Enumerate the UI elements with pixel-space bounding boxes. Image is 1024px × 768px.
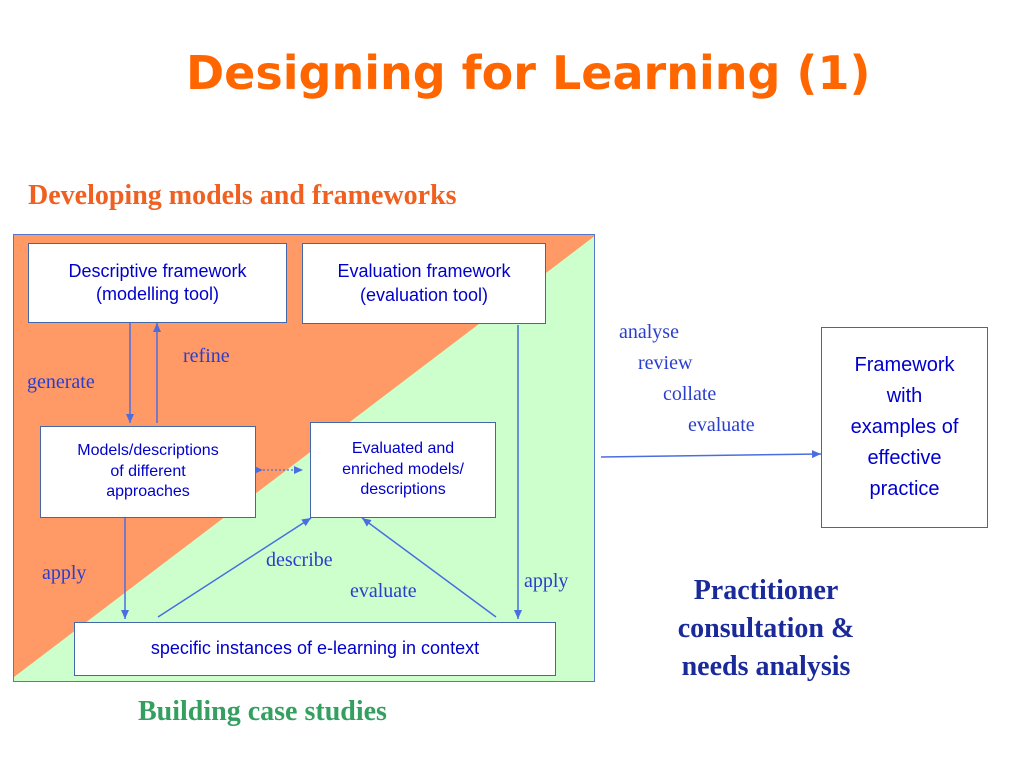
framework-line1: Framework: [854, 354, 955, 376]
framework-line2: with: [886, 385, 923, 407]
evaluation-framework-line1: Evaluation framework: [337, 261, 511, 282]
practitioner-line1: Practitioner: [693, 575, 839, 606]
descriptive-framework-box: Descriptive framework (modelling tool): [28, 243, 287, 323]
practitioner-line3: needs analysis: [681, 650, 851, 682]
panel-background: [14, 235, 594, 681]
evaluated-line3: descriptions: [360, 481, 446, 499]
apply-left-label: apply: [42, 562, 87, 584]
evaluation-framework-line2: (evaluation tool): [359, 284, 489, 305]
framework-examples-box: Framework with examples of effective pra…: [821, 327, 988, 528]
practitioner-caption: Practitioner consultation & needs analys…: [640, 572, 892, 685]
instances-box: specific instances of e-learning in cont…: [74, 622, 556, 676]
framework-line5: practice: [869, 478, 940, 500]
building-case-studies-caption: Building case studies: [138, 696, 387, 727]
descriptive-framework-line2: (modelling tool): [95, 284, 220, 304]
describe-arrow: [157, 517, 312, 618]
evaluate-inner-arrow: [361, 517, 497, 618]
diagram-panel: [13, 234, 595, 682]
orange-region: [14, 235, 594, 677]
page-title: Designing for Learning (1): [186, 46, 871, 100]
apply-right-label: apply: [524, 570, 569, 592]
evaluation-framework-box: Evaluation framework (evaluation tool): [302, 243, 546, 324]
to-framework-arrow: [600, 450, 822, 459]
review-label: review: [638, 352, 693, 374]
framework-line3: examples of: [850, 416, 959, 438]
generate-label: generate: [27, 371, 95, 393]
collate-label: collate: [663, 383, 717, 405]
models-line1: Models/descriptions: [77, 441, 219, 459]
practitioner-line2: consultation &: [677, 612, 855, 644]
framework-line4: effective: [867, 447, 942, 469]
descriptive-framework-line1: Descriptive framework: [68, 260, 247, 281]
instances-label: specific instances of e-learning in cont…: [150, 638, 480, 659]
section-subtitle: Developing models and frameworks: [28, 180, 457, 211]
analyse-label: analyse: [619, 321, 679, 343]
evaluate-inner-label: evaluate: [350, 580, 417, 602]
evaluated-line2: enriched models/: [342, 460, 464, 478]
models-descriptions-box: Models/descriptions of different approac…: [40, 426, 256, 518]
models-line3: approaches: [106, 483, 190, 501]
evaluated-line1: Evaluated and: [351, 439, 455, 457]
models-line2: of different: [110, 462, 186, 480]
refine-label: refine: [183, 345, 230, 367]
evaluated-models-box: Evaluated and enriched models/ descripti…: [310, 422, 496, 518]
evaluate-outer-label: evaluate: [688, 414, 755, 436]
describe-label: describe: [266, 549, 333, 571]
